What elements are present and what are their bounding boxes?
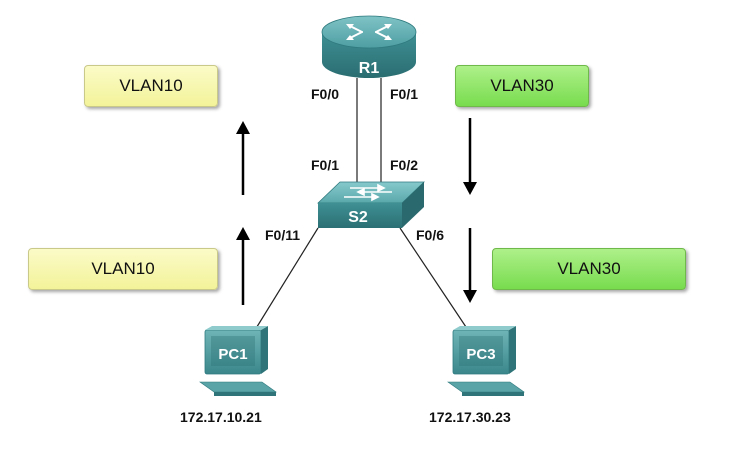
vlan-box-top-left-label: VLAN10 [119, 76, 183, 95]
arrow-up-bottom-left [236, 227, 250, 305]
arrow-up-top-left [236, 121, 250, 195]
pc3-label: PC3 [466, 346, 495, 363]
vlan-box-bottom-right-label: VLAN30 [557, 259, 621, 278]
port-label-r1-f0-1: F0/1 [390, 86, 419, 102]
switch-icon[interactable]: S2 [317, 181, 425, 228]
arrow-down-top-right [463, 118, 477, 195]
port-label-s2-f0-1: F0/1 [311, 157, 340, 173]
vlan-box-bottom-right: VLAN30 [492, 248, 686, 290]
pc1-ip-address: 172.17.10.21 [180, 409, 262, 425]
pc3-icon[interactable]: PC3 [447, 326, 525, 396]
vlan-box-top-right-label: VLAN30 [490, 76, 554, 95]
link-s2-pc3 [399, 227, 469, 331]
port-label-s2-f0-6: F0/6 [416, 227, 445, 243]
port-label-s2-f0-11: F0/11 [265, 227, 301, 243]
switch-label: S2 [348, 209, 368, 226]
router-label: R1 [359, 60, 380, 77]
pc3-ip-address: 172.17.30.23 [429, 409, 511, 425]
vlan-box-bottom-left: VLAN10 [28, 248, 218, 290]
vlan-box-top-left: VLAN10 [84, 65, 218, 107]
pc1-icon[interactable]: PC1 [199, 326, 277, 396]
port-label-r1-f0-0: F0/0 [311, 86, 340, 102]
vlan-box-bottom-left-label: VLAN10 [91, 259, 155, 278]
port-label-s2-f0-2: F0/2 [390, 157, 419, 173]
vlan-box-top-right: VLAN30 [455, 65, 589, 107]
pc1-label: PC1 [218, 346, 247, 363]
link-s2-pc1 [254, 227, 319, 331]
arrow-down-bottom-right [463, 228, 477, 303]
router-icon[interactable]: R1 [321, 15, 417, 78]
